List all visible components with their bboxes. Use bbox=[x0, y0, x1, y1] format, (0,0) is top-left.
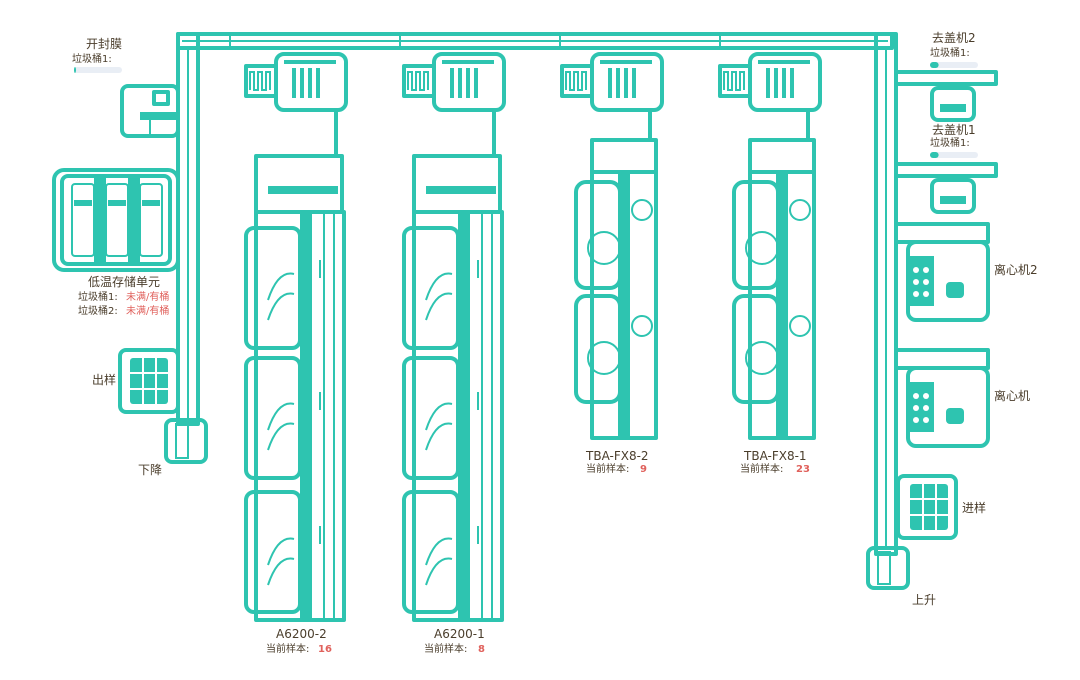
sample-label: 当前样本: bbox=[424, 642, 467, 655]
decapper2-label: 去盖机2 bbox=[932, 31, 976, 45]
cold-storage-bin1-label: 垃圾桶1: bbox=[78, 290, 118, 303]
input-label: 进样 bbox=[962, 500, 986, 515]
sample-label: 当前样本: bbox=[740, 462, 783, 475]
decapper1-bin1-fill bbox=[930, 152, 939, 158]
decapper1-label: 去盖机1 bbox=[932, 123, 976, 137]
decapper2-unit[interactable]: 去盖机2 垃圾桶1: bbox=[894, 31, 998, 122]
sample-count: 16 bbox=[318, 644, 332, 655]
analyzer-tba-fx8-2[interactable]: TBA-FX8-2 当前样本: 9 bbox=[560, 52, 664, 475]
analyzer-name: TBA-FX8-2 bbox=[585, 449, 649, 463]
analyzer-name: A6200-2 bbox=[276, 627, 327, 641]
output-label: 出样 bbox=[92, 372, 116, 387]
decapper2-bin1-fill bbox=[930, 62, 939, 68]
decapper1-bin1-label: 垃圾桶1: bbox=[930, 136, 970, 149]
down-elevator[interactable]: 下降 bbox=[138, 418, 208, 477]
decapper-open-bin1-label: 垃圾桶1: bbox=[72, 52, 112, 65]
cold-storage-label: 低温存储单元 bbox=[88, 274, 160, 289]
centrifuge-unit[interactable]: 离心机 bbox=[894, 348, 1030, 448]
decapper-open-bin1-bar bbox=[74, 67, 122, 73]
sample-count: 8 bbox=[478, 644, 485, 655]
analyzer-name: TBA-FX8-1 bbox=[743, 449, 807, 463]
decapper2-bin1-bar bbox=[930, 62, 978, 68]
sample-label: 当前样本: bbox=[266, 642, 309, 655]
sample-count: 9 bbox=[640, 464, 647, 475]
analyzer-tba-fx8-1[interactable]: TBA-FX8-1 当前样本: 23 bbox=[718, 52, 822, 475]
main-track bbox=[176, 32, 898, 556]
decapper2-bin1-label: 垃圾桶1: bbox=[930, 46, 970, 59]
analyzer-a6200-2[interactable]: A6200-2 当前样本: 16 bbox=[244, 52, 348, 655]
decapper-open-bin1-fill bbox=[74, 67, 76, 73]
cold-storage-unit[interactable]: 低温存储单元 垃圾桶1: 未满/有桶 垃圾桶2: 未满/有桶 bbox=[52, 168, 180, 317]
analyzer-name: A6200-1 bbox=[434, 627, 485, 641]
sample-count: 23 bbox=[796, 464, 810, 475]
decapper1-unit[interactable]: 去盖机1 垃圾桶1: bbox=[894, 123, 998, 214]
decapper-open-label: 开封膜 bbox=[86, 37, 122, 51]
decapper-open-unit[interactable]: 开封膜 垃圾桶1: bbox=[72, 37, 180, 138]
cold-storage-bin2-status: 未满/有桶 bbox=[126, 304, 169, 317]
centrifuge-label: 离心机 bbox=[994, 388, 1030, 403]
sample-label: 当前样本: bbox=[586, 462, 629, 475]
output-unit[interactable]: 出样 bbox=[92, 348, 180, 414]
centrifuge2-label: 离心机2 bbox=[994, 262, 1038, 277]
cold-storage-bin1-status: 未满/有桶 bbox=[126, 290, 169, 303]
up-elevator[interactable]: 上升 bbox=[866, 546, 936, 607]
analyzer-a6200-1[interactable]: A6200-1 当前样本: 8 bbox=[402, 52, 506, 655]
centrifuge2-unit[interactable]: 离心机2 bbox=[894, 222, 1038, 322]
down-label: 下降 bbox=[138, 463, 162, 477]
up-label: 上升 bbox=[912, 593, 936, 607]
input-unit[interactable]: 进样 bbox=[896, 474, 986, 540]
cold-storage-bin2-label: 垃圾桶2: bbox=[78, 304, 118, 317]
decapper1-bin1-bar bbox=[930, 152, 978, 158]
